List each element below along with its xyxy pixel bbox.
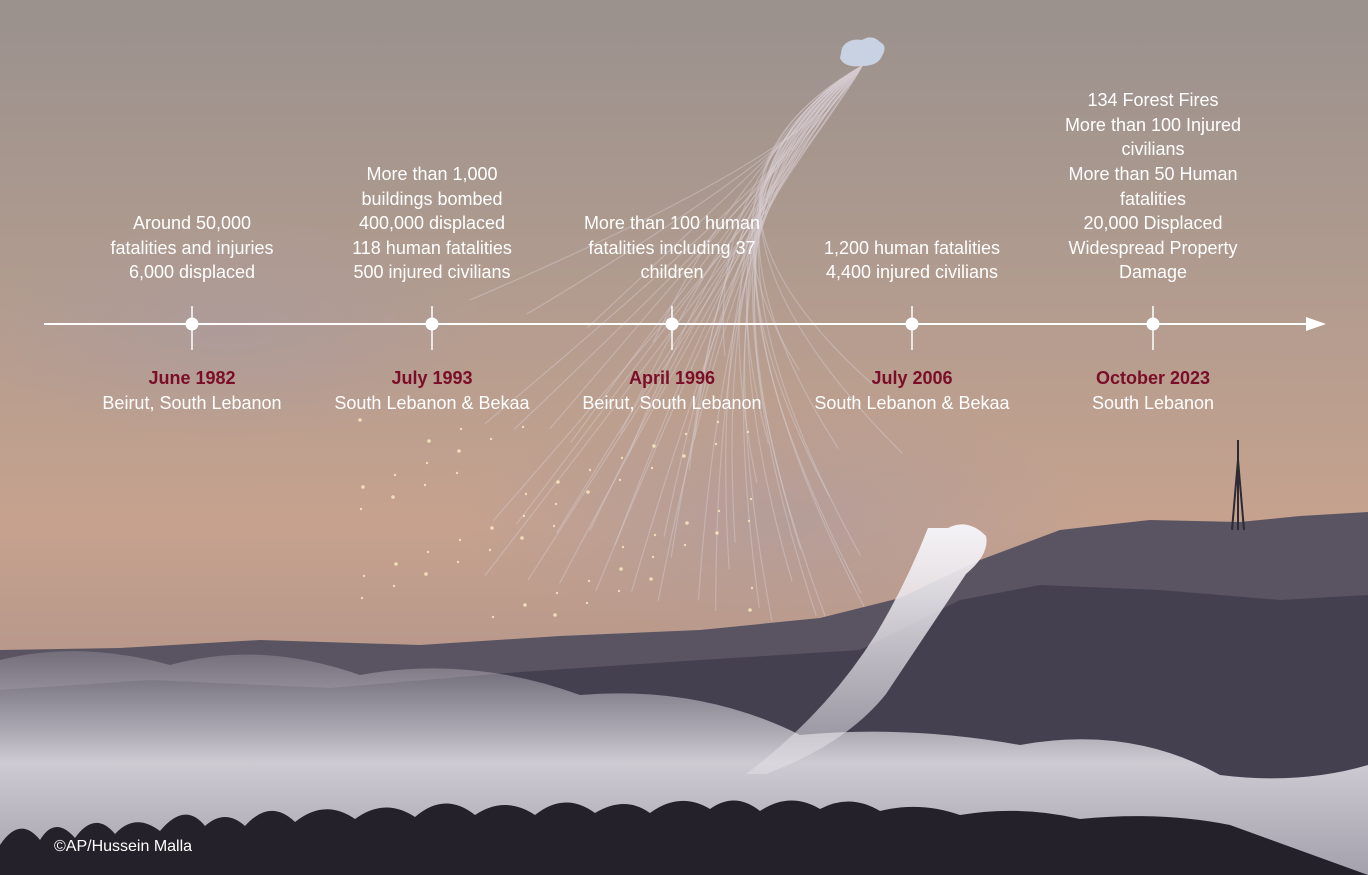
radio-mast — [1231, 440, 1245, 531]
timeline-marker — [1146, 317, 1160, 331]
event-impact-line: 500 injured civilians — [353, 262, 511, 283]
timeline-marker — [425, 317, 439, 331]
event-impact-line: Damage — [1118, 262, 1188, 283]
event-place: Beirut, South Lebanon — [582, 393, 762, 413]
timeline-marker — [905, 317, 919, 331]
event-impact-text: 1,200 human fatalities 4,400 injured civi… — [782, 236, 1042, 285]
event-impact-line: More than 1,000 — [366, 164, 498, 184]
event-impact-line: fatalities and injuries — [110, 237, 274, 258]
burning-particles — [358, 418, 754, 619]
event-place: Beirut, South Lebanon — [102, 393, 282, 413]
event-place: South Lebanon — [1091, 393, 1215, 413]
event-date: April 1996 — [628, 368, 716, 388]
event-impact-line: 1,200 human fatalities — [823, 237, 1001, 258]
event-place: South Lebanon & Bekaa — [814, 393, 1010, 413]
event-impact-text: Around 50,000 fatalities and injuries 6,00… — [62, 211, 322, 285]
event-impact-line: More than 100 human — [583, 213, 761, 234]
event-impact-text: More than 100 human fatalities including … — [542, 211, 802, 285]
event-impact-line: 6,000 displaced — [128, 262, 256, 283]
event-impact-line: More than 50 Human — [1068, 163, 1238, 184]
smoke-plume-lower — [746, 524, 987, 774]
smoke-trails — [469, 65, 903, 632]
event-impact-line: 20,000 Displaced — [1083, 213, 1223, 234]
timeline-marker — [185, 317, 199, 331]
event-impact-line: fatalities — [1119, 188, 1187, 209]
event-impact-line: fatalities including 37 — [588, 237, 756, 258]
timeline-marker — [665, 317, 679, 331]
event-date: October 2023 — [1095, 368, 1211, 388]
timeline-arrowhead — [1306, 317, 1326, 331]
event-impact-line: 400,000 displaced — [358, 213, 506, 234]
event-impact-text: More than 1,000 buildings bombed 400,000 d… — [302, 162, 562, 285]
event-impact-line: buildings bombed — [361, 188, 503, 209]
event-place: South Lebanon & Bekaa — [334, 393, 530, 413]
event-impact-line: More than 100 Injured — [1064, 114, 1242, 135]
event-impact-line: Around 50,000 — [132, 213, 252, 234]
event-impact-line: civilians — [1121, 139, 1185, 160]
event-impact-line: 134 Forest Fires — [1087, 90, 1219, 111]
event-impact-line: Widespread Property — [1068, 237, 1238, 258]
tree-line — [0, 800, 1368, 875]
event-impact-line: 4,400 injured civilians — [825, 262, 999, 283]
event-date: June 1982 — [148, 368, 236, 388]
event-date: July 1993 — [391, 368, 473, 388]
burst-cloud — [840, 37, 885, 67]
event-impact-line: 118 human fatalities — [352, 237, 512, 258]
event-date: July 2006 — [871, 368, 953, 388]
event-impact-line: children — [640, 262, 704, 283]
photo-credit: ©AP/Hussein Malla — [54, 838, 193, 855]
